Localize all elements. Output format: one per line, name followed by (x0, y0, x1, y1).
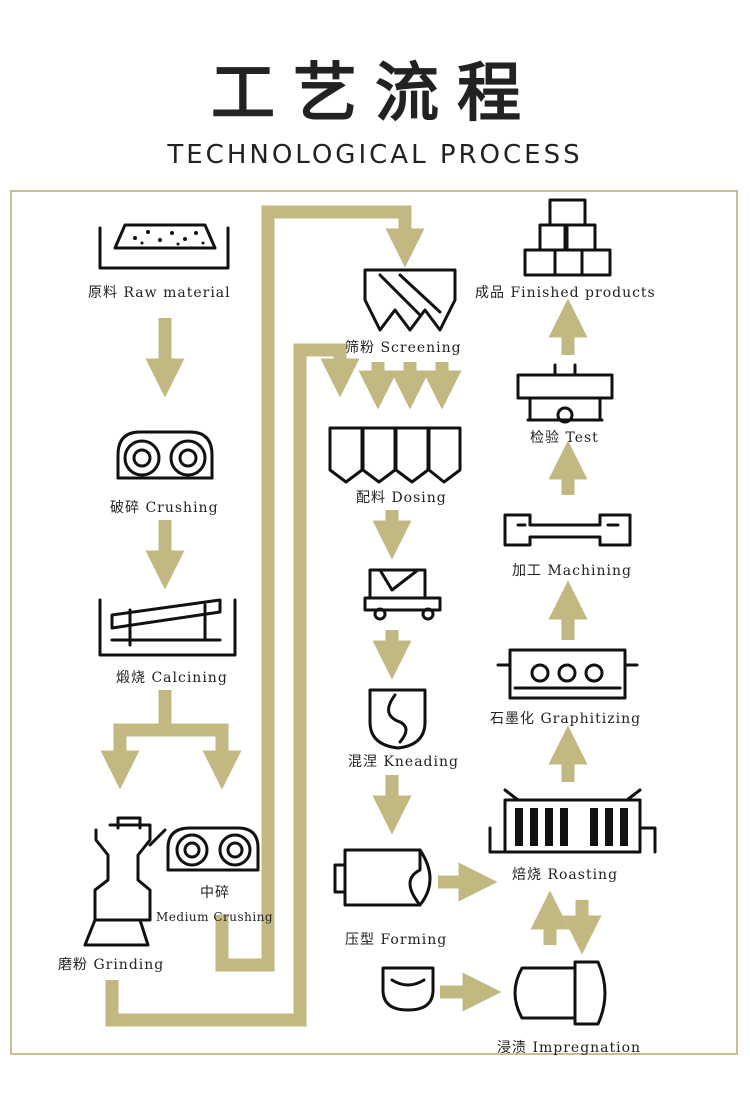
rotary-kiln-icon (98, 598, 237, 657)
forming-press-icon (333, 848, 432, 907)
autoclave-icon (513, 960, 607, 1026)
mixer-cart-icon (363, 568, 442, 621)
label-impregnation: 浸渍 Impregnation (497, 1040, 642, 1056)
label-roasting: 焙烧 Roasting (512, 867, 619, 883)
page-subtitle: TECHNOLOGICAL PROCESS (167, 140, 583, 170)
arrow-medium-to-screening (215, 205, 425, 972)
arrow-calcining-split (100, 690, 172, 790)
label-dosing: 配料 Dosing (356, 490, 447, 506)
flow-arrows (100, 205, 602, 1027)
label-crushing: 破碎 Crushing (110, 500, 219, 516)
kneading-icon (368, 688, 427, 750)
label-grinding: 磨粉 Grinding (58, 957, 165, 973)
label-calcining: 煅烧 Calcining (116, 670, 228, 686)
roasting-furnace-bars (515, 808, 628, 846)
graphitizing-furnace-icon (496, 648, 639, 700)
label-medium-crushing-cn: 中碎 (200, 885, 230, 901)
medium-crusher-icon (166, 826, 260, 872)
label-kneading: 混涅 Kneading (348, 754, 459, 770)
impregnation-vessel-icon (381, 966, 435, 1012)
raw-material-icon (98, 223, 230, 270)
label-medium-crushing-en: Medium Crushing (156, 910, 274, 924)
crusher-icon (116, 430, 214, 480)
label-forming: 压型 Forming (345, 932, 448, 948)
machining-part-icon (503, 513, 632, 547)
screening-hopper-icon (363, 268, 457, 332)
label-test: 检验 Test (530, 430, 599, 446)
page-title: 工艺流程 (211, 57, 539, 131)
grinding-mill-icon (83, 816, 167, 947)
label-screening: 筛粉 Screening (345, 340, 462, 356)
arrow-calcining-to-medium (165, 723, 242, 790)
arrow-grinding-to-dosing (105, 343, 360, 1027)
label-machining: 加工 Machining (512, 563, 632, 579)
roasting-furnace-icon (488, 788, 657, 854)
test-rig-icon (516, 363, 614, 424)
label-raw-material: 原料 Raw material (88, 285, 231, 301)
dosing-bins-icon (328, 426, 462, 484)
label-finished-products: 成品 Finished products (475, 285, 656, 301)
finished-products-icon (523, 198, 612, 277)
label-graphitizing: 石墨化 Graphitizing (490, 711, 642, 727)
